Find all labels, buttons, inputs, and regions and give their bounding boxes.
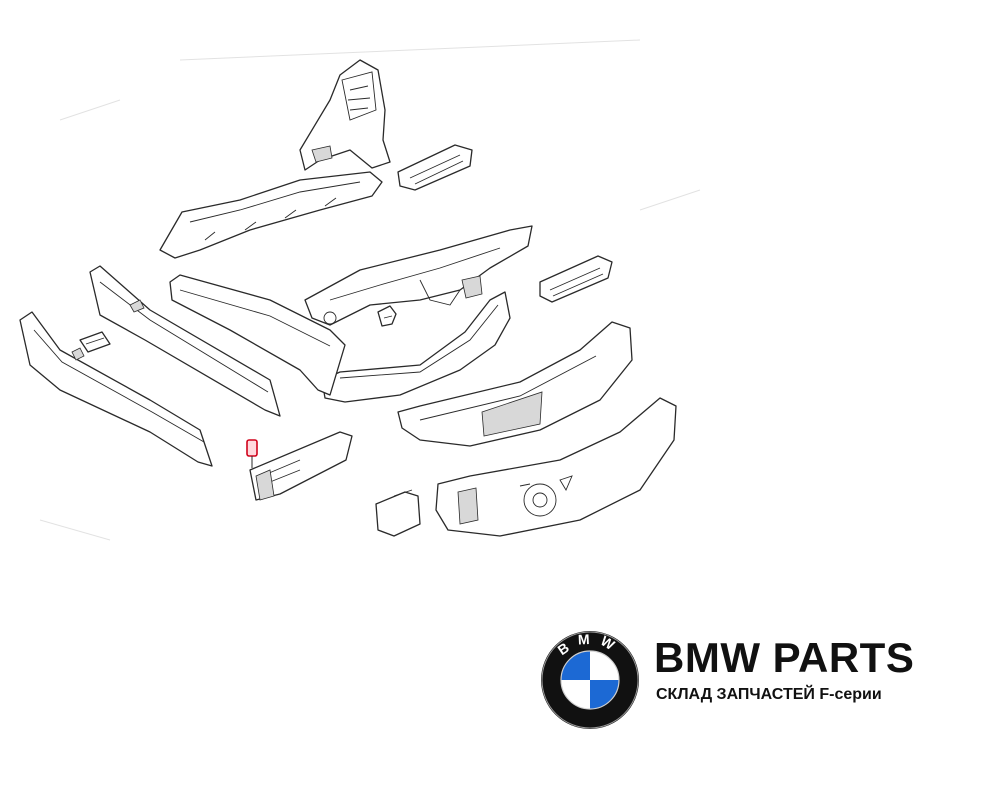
cover-cap [375, 489, 421, 537]
padded-trim-panel [169, 274, 346, 396]
bmw-roundel-logo: BMW [541, 631, 639, 729]
outer-rail-cover [89, 265, 281, 417]
small-connector [79, 331, 111, 353]
highlighted-fastener [246, 439, 258, 468]
lower-trim-rail [19, 311, 213, 467]
seat-back-bracket [299, 59, 391, 171]
brand-title: BMW PARTS [654, 634, 915, 681]
clip-upper [397, 144, 473, 191]
side-frame-trim [304, 225, 533, 326]
seat-rail-cover-upper [159, 171, 383, 259]
background-guides [39, 39, 701, 541]
side-trim-panel-upper [397, 321, 633, 447]
long-side-trim [321, 291, 511, 403]
end-cover-bracket [249, 431, 353, 501]
small-clip [377, 305, 397, 327]
brand-block: BMW BMW PARTS СКЛАД ЗАПЧАСТЕЙ F-серии [540, 630, 940, 730]
side-trim-panel-lower [435, 397, 677, 537]
clip-lower [539, 255, 613, 303]
brand-subtitle: СКЛАД ЗАПЧАСТЕЙ F-серии [656, 686, 882, 703]
